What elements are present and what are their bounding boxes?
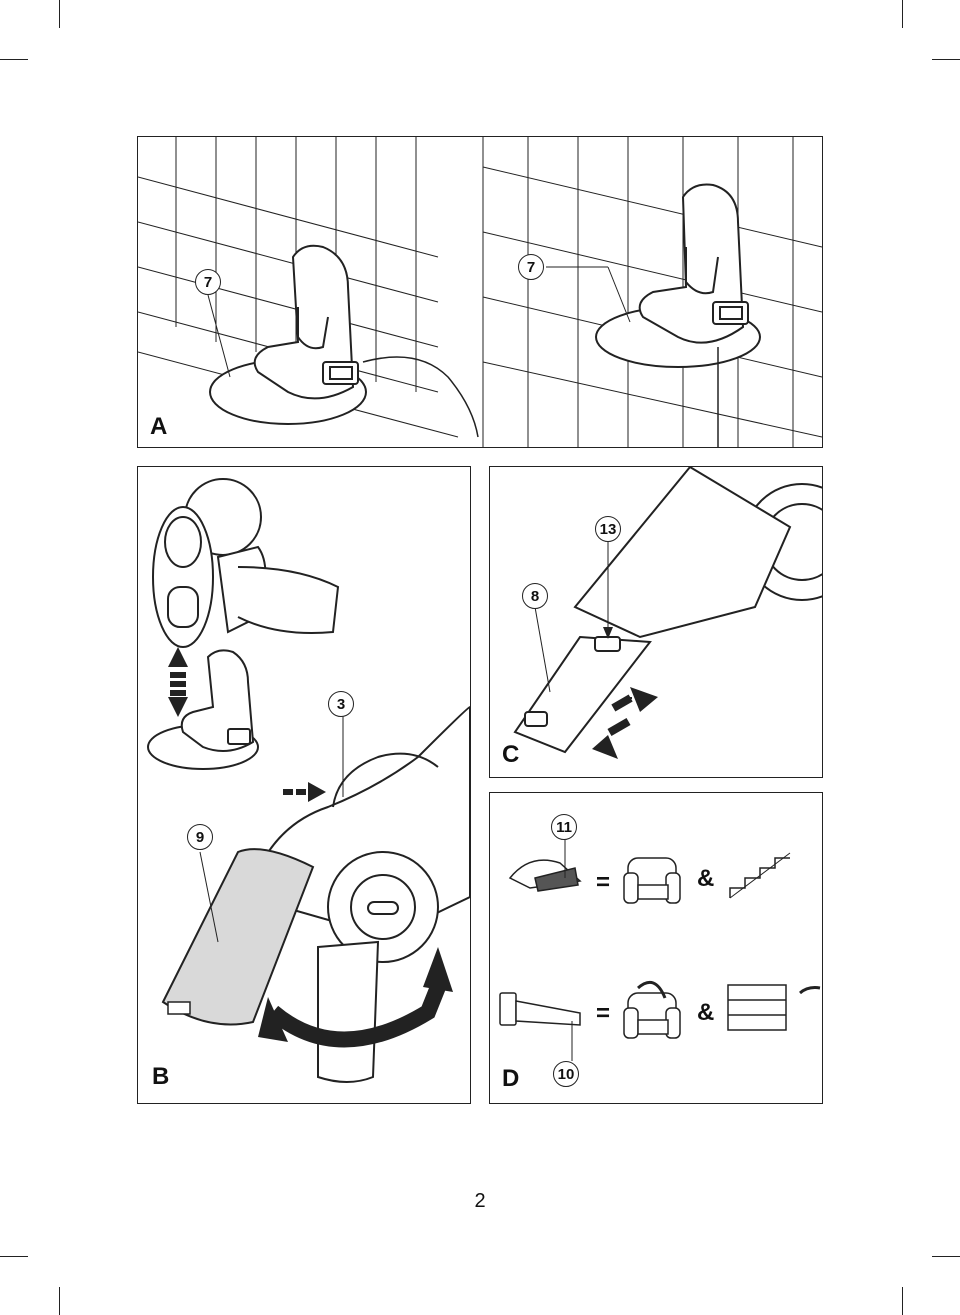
crop-mark bbox=[902, 1287, 903, 1315]
callout-11: 11 bbox=[551, 814, 577, 840]
ampersand: & bbox=[697, 999, 715, 1026]
wall-mount-illustration bbox=[138, 137, 822, 447]
callout-8: 8 bbox=[522, 583, 548, 609]
panel-letter-a: A bbox=[150, 413, 168, 440]
callout-3: 3 bbox=[328, 691, 354, 717]
panel-a: 7 7 A bbox=[137, 136, 823, 448]
crop-mark bbox=[59, 1287, 60, 1315]
crop-mark bbox=[932, 59, 960, 60]
panel-letter-b: B bbox=[152, 1063, 170, 1090]
panel-b: 3 9 B bbox=[137, 466, 471, 1104]
panel-d: 11 10 = & = & D bbox=[489, 792, 823, 1104]
extension-illustration bbox=[513, 467, 822, 759]
crop-mark bbox=[0, 1256, 28, 1257]
callout-7-right: 7 bbox=[518, 254, 544, 280]
panel-c: 8 13 C bbox=[489, 466, 823, 778]
crop-mark bbox=[59, 0, 60, 28]
panel-letter-d: D bbox=[502, 1065, 520, 1092]
panel-letter-c: C bbox=[502, 741, 520, 768]
page-number: 2 bbox=[474, 1190, 486, 1212]
callout-13: 13 bbox=[595, 516, 621, 542]
crop-mark bbox=[0, 59, 28, 60]
equals-sign: = bbox=[596, 1000, 611, 1027]
callout-10: 10 bbox=[553, 1061, 579, 1087]
crop-mark bbox=[902, 0, 903, 28]
filter-release-illustration bbox=[147, 478, 470, 1083]
accessories-illustration bbox=[499, 838, 821, 1061]
equals-sign: = bbox=[596, 869, 611, 896]
crop-mark bbox=[932, 1256, 960, 1257]
ampersand: & bbox=[697, 865, 715, 892]
callout-7-left: 7 bbox=[195, 269, 221, 295]
callout-9: 9 bbox=[187, 824, 213, 850]
